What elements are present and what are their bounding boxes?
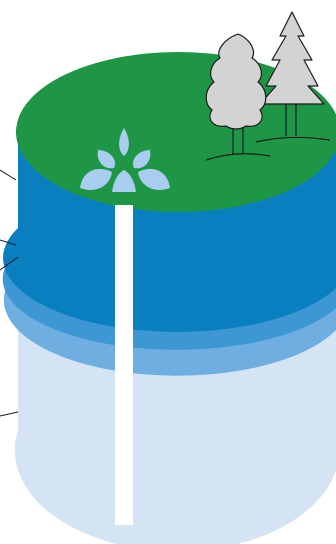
well-pipe (115, 205, 133, 525)
pointer-line (0, 412, 18, 416)
pointer-line (0, 170, 16, 180)
tree-canopy (206, 34, 266, 129)
